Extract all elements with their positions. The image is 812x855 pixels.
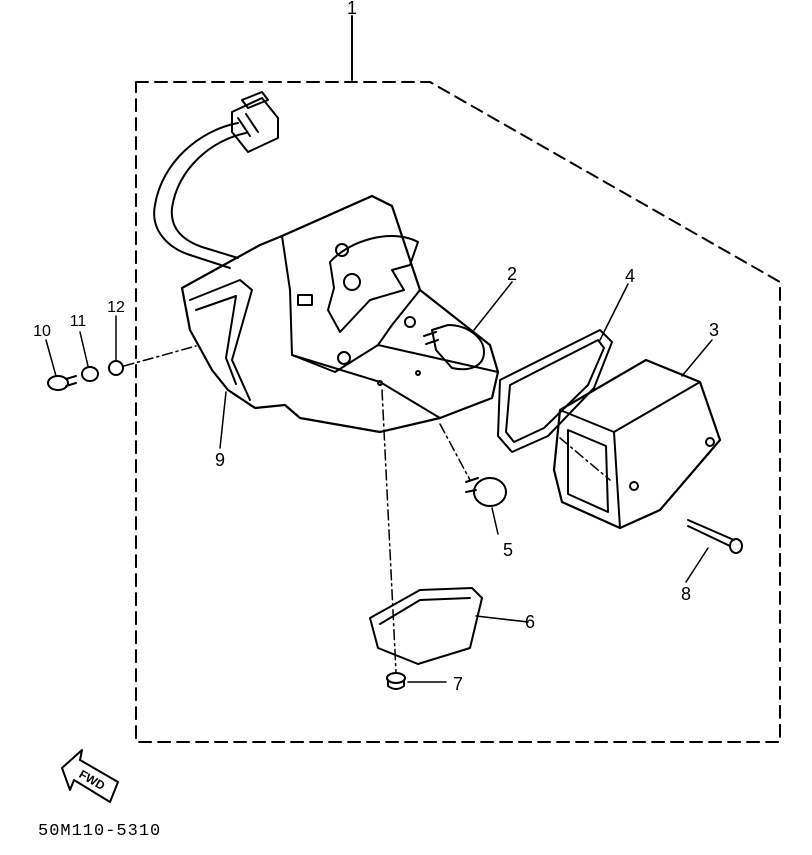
callout-8: 8 [681, 584, 691, 604]
callout-11: 11 [70, 313, 87, 330]
license-lamp-cover-6 [369, 587, 483, 665]
assembly-dashed-boundary [135, 81, 781, 743]
forward-direction-arrow [61, 749, 119, 803]
fwd-label: FWD [77, 767, 108, 793]
nut-12 [108, 360, 124, 376]
lens-gasket-4 [497, 329, 613, 453]
connector-plug [231, 91, 279, 153]
callout-6: 6 [525, 612, 535, 632]
license-bulb-5 [465, 477, 507, 507]
callout-7: 7 [453, 674, 463, 694]
callout-9: 9 [215, 450, 225, 470]
wire-harness [153, 122, 247, 269]
callout-4: 4 [625, 266, 635, 286]
leader-lines [45, 281, 713, 683]
bolt-8 [687, 519, 743, 554]
alignment-lines [123, 345, 611, 673]
callout-10: 10 [33, 323, 51, 340]
callout-5: 5 [503, 540, 513, 560]
callout-3: 3 [709, 320, 719, 340]
lens-3 [552, 358, 722, 530]
callout-12: 12 [107, 299, 125, 316]
taillight-housing [180, 194, 500, 434]
screw-7 [386, 672, 406, 690]
bolt-10 [47, 375, 77, 391]
washer-11 [81, 366, 99, 382]
drawing-code: 50M110-5310 [38, 822, 162, 841]
assembly-label: 1 [347, 0, 357, 18]
callout-2: 2 [507, 264, 517, 284]
bulb-2 [423, 324, 485, 371]
